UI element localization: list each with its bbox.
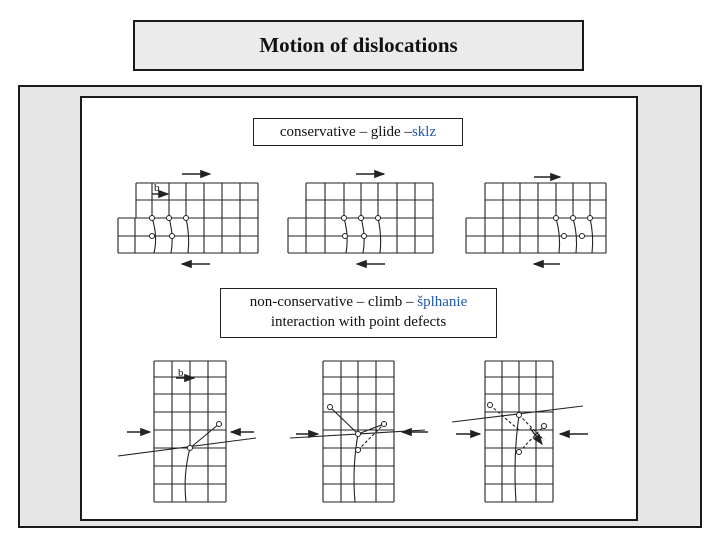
glide-2-arrows: [355, 169, 386, 269]
glide-3-arrows: [532, 172, 562, 269]
climb-lattice-3-atoms: [487, 402, 547, 455]
climb-3-arrows: [456, 427, 588, 446]
page-title: Motion of dislocations: [259, 33, 458, 57]
glide-lattice-1-atoms: [149, 215, 189, 239]
climb-lattice-2-atoms: [327, 404, 387, 453]
climb-lattice-1: [117, 360, 257, 503]
glide-lattice-1: [117, 182, 259, 254]
glide-lattice-3-atoms: [553, 215, 593, 239]
glide-burgers-label: b: [154, 182, 160, 194]
climb-1-arrows: [127, 373, 254, 437]
glide-label-blue: sklz: [411, 123, 437, 140]
glide-label: conservative – glide – sklz: [253, 118, 463, 146]
title-box: Motion of dislocations: [133, 20, 584, 71]
climb-label-blue: šplhanie: [417, 294, 468, 310]
climb-lattice-3: [451, 360, 584, 503]
climb-2-arrows: [296, 427, 428, 439]
climb-lattice-1-atoms: [187, 421, 222, 451]
glide-label-text: conservative – glide –: [279, 123, 412, 140]
glide-1-arrows: [152, 169, 212, 269]
climb-burgers-label: b: [178, 367, 184, 379]
glide-lattice-2-atoms: [341, 215, 381, 239]
glide-lattice-3: [465, 182, 607, 254]
climb-label-text: non-conservative – climb –: [249, 294, 418, 310]
climb-label: non-conservative – climb – šplhanie inte…: [220, 288, 497, 338]
climb-label-line2: interaction with point defects: [270, 314, 447, 330]
